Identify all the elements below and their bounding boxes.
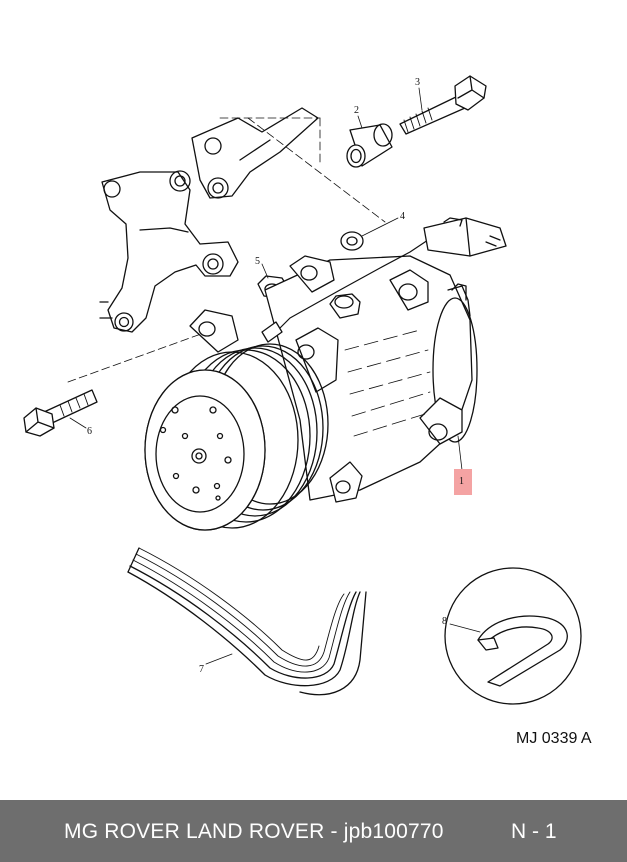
callout-3: 3 (415, 77, 420, 88)
washer (340, 231, 364, 251)
drawing-reference: MJ 0339 A (516, 730, 592, 747)
leader-lines (69, 87, 481, 665)
footer-page-ref: N - 1 (511, 820, 557, 843)
long-bolt (399, 75, 487, 135)
callout-2: 2 (354, 105, 359, 116)
drive-belt (127, 547, 367, 696)
callout-1: 1 (459, 476, 464, 487)
cable-tie-inset (444, 567, 582, 705)
callout-8: 8 (442, 616, 447, 627)
mounting-bracket (99, 107, 319, 333)
spacer (346, 123, 393, 168)
callout-6: 6 (87, 426, 92, 437)
footer-title: MG ROVER LAND ROVER - jpb100770 (64, 820, 444, 843)
bolt (23, 389, 98, 437)
callout-7: 7 (199, 664, 204, 675)
parts-diagram: 1 2 3 4 5 6 7 8 (23, 75, 582, 705)
callout-5: 5 (255, 256, 260, 267)
compressor (144, 255, 478, 531)
electrical-lead (261, 217, 507, 343)
footer-bar: MG ROVER LAND ROVER - jpb100770 N - 1 (0, 800, 627, 862)
callout-4: 4 (400, 211, 405, 222)
part-highlight (454, 469, 472, 495)
